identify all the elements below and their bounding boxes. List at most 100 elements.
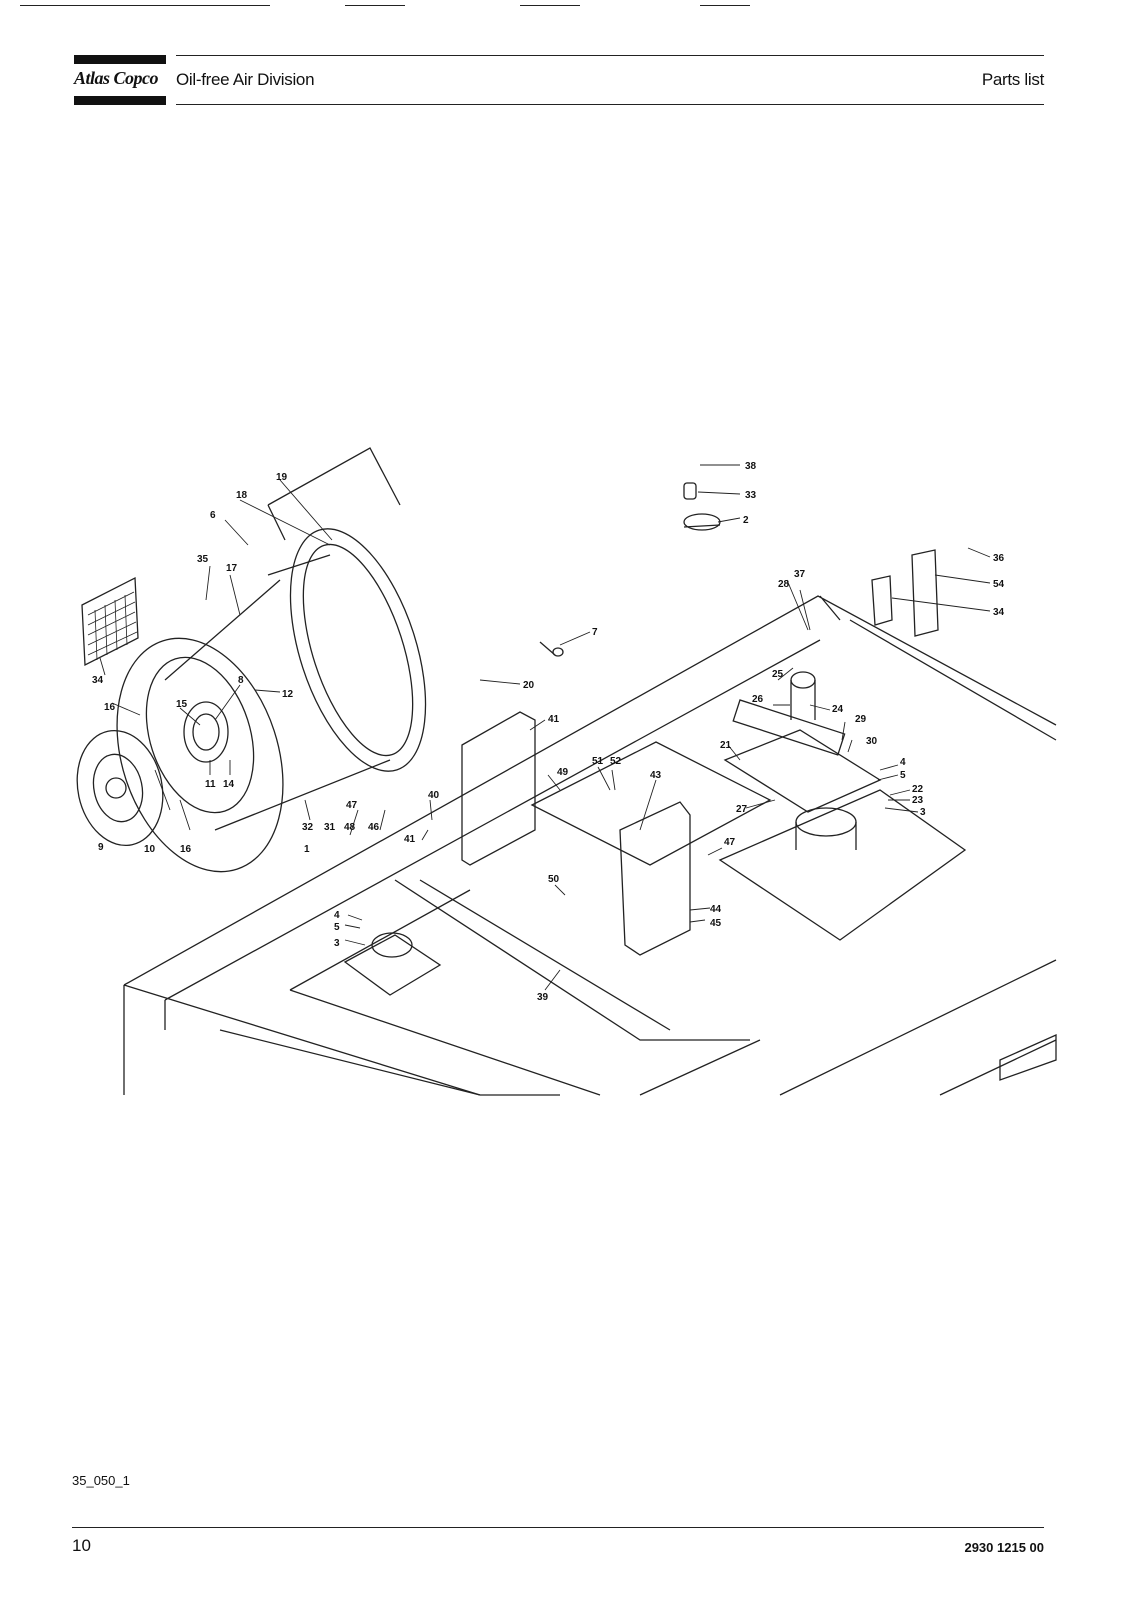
callout-31: 31 bbox=[324, 822, 336, 833]
callout-12: 12 bbox=[282, 689, 294, 700]
callout-28: 28 bbox=[778, 579, 790, 590]
callout-11: 11 bbox=[205, 779, 216, 790]
air-grille bbox=[81, 576, 139, 667]
logo-bar-top bbox=[74, 55, 166, 64]
callout-36a: 36 bbox=[993, 553, 1005, 564]
housing-body bbox=[164, 554, 391, 831]
callout-3b: 3 bbox=[920, 807, 926, 818]
callout-8: 9 bbox=[98, 842, 104, 853]
callout-22: 22 bbox=[912, 784, 924, 795]
rail-39 bbox=[394, 879, 750, 1041]
mount-plate bbox=[530, 741, 772, 866]
header-rule-top bbox=[176, 55, 1044, 56]
callout-10: 10 bbox=[144, 844, 156, 855]
mount-3 bbox=[343, 934, 442, 996]
callout-23: 23 bbox=[912, 795, 924, 806]
callout-53: 54 bbox=[993, 579, 1005, 590]
callout-51: 51 bbox=[592, 756, 604, 767]
cover-53 bbox=[911, 549, 939, 637]
callout-14: 15 bbox=[176, 699, 188, 710]
bearing-hub-inner bbox=[192, 713, 220, 751]
clip-2 bbox=[683, 524, 721, 528]
document-type: Parts list bbox=[981, 70, 1044, 89]
housing-ring-rear bbox=[289, 528, 427, 772]
callout-47a: 47 bbox=[346, 800, 358, 811]
callout-16a: 16 bbox=[180, 844, 192, 855]
callout-1: 1 bbox=[304, 844, 310, 855]
frame-inner bbox=[164, 889, 1057, 1096]
bracket-43 bbox=[619, 801, 691, 956]
callout-24: 24 bbox=[832, 704, 844, 715]
bracket-42 bbox=[461, 711, 536, 866]
top-scan-line-4 bbox=[700, 5, 750, 6]
callout-32: 32 bbox=[302, 822, 314, 833]
callout-4a: 4 bbox=[334, 910, 340, 921]
document-number: 2930 1215 00 bbox=[964, 1540, 1044, 1555]
footer-rule bbox=[72, 1527, 1044, 1528]
top-plate bbox=[267, 447, 401, 541]
housing-ring-rear-inner bbox=[302, 543, 414, 757]
callout-39: 39 bbox=[537, 992, 549, 1003]
block-26 bbox=[732, 699, 846, 756]
callout-34: 34 bbox=[92, 675, 104, 686]
motor-plate bbox=[718, 789, 967, 941]
callout-17: 17 bbox=[226, 563, 238, 574]
callout-18: 18 bbox=[236, 490, 248, 501]
callout-46: 46 bbox=[368, 822, 380, 833]
callout-48: 48 bbox=[344, 822, 356, 833]
callout-38a: 38 bbox=[745, 461, 757, 472]
callout-27: 27 bbox=[736, 804, 748, 815]
pulley-inner bbox=[92, 753, 144, 823]
callout-29: 29 bbox=[855, 714, 867, 725]
top-scan-line-3 bbox=[520, 5, 580, 6]
callout-21: 21 bbox=[720, 740, 732, 751]
callout-42: 41 bbox=[548, 714, 560, 725]
callout-19: 19 bbox=[276, 472, 288, 483]
callout-41: 41 bbox=[404, 834, 416, 845]
callout-4b: 4 bbox=[900, 757, 906, 768]
callout-33: 33 bbox=[745, 490, 757, 501]
plate-21 bbox=[723, 729, 882, 813]
callout-5b: 5 bbox=[900, 770, 906, 781]
callout-43: 43 bbox=[650, 770, 662, 781]
callout-3a: 3 bbox=[334, 938, 340, 949]
callout-9: 8 bbox=[238, 675, 244, 686]
callout-44: 44 bbox=[710, 904, 722, 915]
clip-33 bbox=[683, 482, 697, 500]
callout-45: 45 bbox=[710, 918, 722, 929]
top-scan-line-2 bbox=[345, 5, 405, 6]
frame-right bbox=[849, 619, 1057, 1081]
housing-flange-inner bbox=[145, 656, 255, 814]
callout-50: 50 bbox=[548, 874, 560, 885]
logo-bar-bottom bbox=[74, 96, 166, 105]
callout-20: 20 bbox=[523, 680, 535, 691]
callout-15: 16 bbox=[104, 702, 116, 713]
top-scan-line-1 bbox=[20, 5, 270, 6]
callout-52: 52 bbox=[610, 756, 622, 767]
frame-outline bbox=[123, 595, 1057, 1096]
figure-reference: 35_050_1 bbox=[72, 1473, 130, 1488]
callout-54: 34 bbox=[993, 607, 1005, 618]
housing-flange-front bbox=[116, 637, 284, 873]
callout-26: 26 bbox=[752, 694, 764, 705]
callout-49: 49 bbox=[557, 767, 569, 778]
callout-13: 14 bbox=[223, 779, 235, 790]
callout-6: 6 bbox=[210, 510, 216, 521]
callout-7: 7 bbox=[592, 627, 598, 638]
callout-40: 40 bbox=[428, 790, 440, 801]
callout-37: 37 bbox=[794, 569, 806, 580]
cover-54 bbox=[871, 575, 893, 626]
page-number: 10 bbox=[72, 1536, 91, 1555]
company-logo: Atlas Copco bbox=[74, 68, 159, 88]
callout-35: 35 bbox=[197, 554, 209, 565]
bearing-hub bbox=[183, 701, 229, 763]
mount-27 bbox=[795, 807, 857, 837]
header-rule-bottom bbox=[176, 104, 1044, 105]
spacer-25 bbox=[790, 671, 816, 689]
callout-30: 30 bbox=[866, 736, 878, 747]
pulley-outer bbox=[76, 729, 164, 847]
division-name: Oil-free Air Division bbox=[176, 70, 315, 89]
callout-2: 2 bbox=[743, 515, 749, 526]
callout-5a: 5 bbox=[334, 922, 340, 933]
callout-25: 25 bbox=[772, 669, 784, 680]
